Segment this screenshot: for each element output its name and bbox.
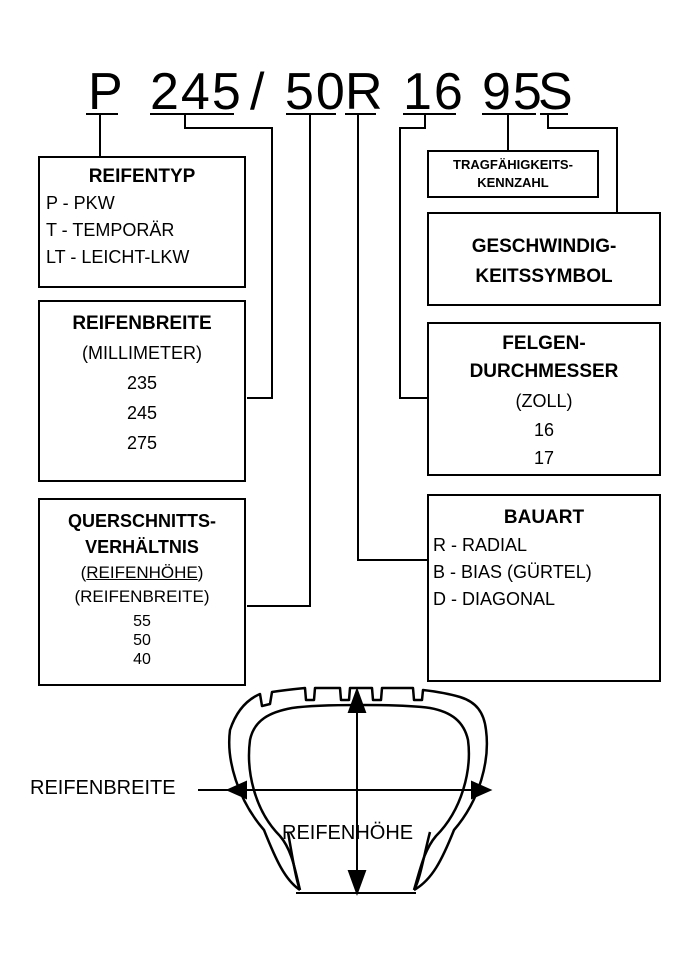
height-arrow	[347, 687, 367, 896]
felgen-title-line1: FELGEN-	[502, 333, 586, 354]
tire-inner-contour	[247, 703, 471, 891]
bauart-line-diagonal: D - DIAGONAL	[433, 589, 556, 609]
felgen-title-line2: DURCHMESSER	[469, 361, 619, 382]
tragfaehigkeit-title-line1: TRAGFÄHIGKEITS-	[453, 157, 573, 172]
connector-querschnitt	[247, 114, 311, 607]
reifentyp-line-pkw: P - PKW	[46, 193, 115, 213]
reifentyp-title: REIFENTYP	[88, 166, 196, 187]
code-load-index: 95	[482, 63, 544, 121]
reifentyp-line-leicht-lkw: LT - LEICHT-LKW	[46, 247, 190, 267]
tire-height-label: REIFENHÖHE	[282, 822, 414, 844]
querschnitt-ratio-numerator: (REIFENHÖHE)	[80, 563, 204, 582]
querschnitt-box: QUERSCHNITTS- VERHÄLTNIS (REIFENHÖHE) (R…	[38, 498, 246, 686]
reifenbreite-unit: (MILLIMETER)	[81, 343, 202, 363]
reifenbreite-title: REIFENBREITE	[72, 313, 212, 334]
code-rim-diameter: 16	[403, 63, 465, 121]
code-slash: /	[250, 63, 267, 121]
bauart-box: BAUART R - RADIAL B - BIAS (GÜRTEL) D - …	[427, 494, 661, 682]
felgen-value-17: 17	[533, 448, 555, 468]
reifenbreite-box: REIFENBREITE (MILLIMETER) 235 245 275	[38, 300, 246, 482]
code-type-letter: P	[88, 63, 125, 121]
code-speed-symbol: S	[538, 63, 575, 121]
connector-reifenbreite	[184, 114, 273, 399]
width-arrow	[198, 780, 493, 800]
bauart-line-bias: B - BIAS (GÜRTEL)	[433, 562, 592, 582]
tire-bead-left	[286, 831, 302, 891]
tragfaehigkeit-box: TRAGFÄHIGKEITS- KENNZAHL	[427, 150, 599, 198]
code-aspect-ratio: 50	[285, 63, 347, 121]
code-construction-letter: R	[345, 63, 385, 121]
querschnitt-value-50: 50	[133, 632, 151, 649]
geschwindigkeit-title-line1: GESCHWINDIG-	[471, 236, 617, 257]
reifentyp-line-temporaer: T - TEMPORÄR	[46, 220, 175, 240]
bauart-title: BAUART	[503, 507, 585, 528]
querschnitt-ratio-denominator: (REIFENBREITE)	[74, 587, 210, 606]
reifenbreite-value-275: 275	[126, 433, 158, 453]
querschnitt-value-55: 55	[133, 613, 151, 630]
tire-bead-right	[412, 831, 432, 891]
reifenbreite-value-245: 245	[126, 403, 158, 423]
reifenbreite-value-235: 235	[126, 373, 158, 393]
querschnitt-title-line2: VERHÄLTNIS	[85, 537, 199, 557]
felgen-value-16: 16	[533, 420, 555, 440]
felgen-box: FELGEN- DURCHMESSER (ZOLL) 16 17	[427, 322, 661, 476]
connector-geschwindigkeit	[547, 114, 618, 213]
code-tire-width: 245	[150, 63, 243, 121]
querschnitt-title-line1: QUERSCHNITTS-	[68, 511, 216, 531]
geschwindigkeit-box: GESCHWINDIG- KEITSSYMBOL	[427, 212, 661, 306]
querschnitt-ratio-top: REIFENHÖHE	[86, 563, 198, 582]
connector-felgen	[399, 114, 428, 399]
reifentyp-box: REIFENTYP P - PKW T - TEMPORÄR LT - LEIC…	[38, 156, 246, 288]
querschnitt-value-40: 40	[133, 651, 151, 668]
tragfaehigkeit-title-line2: KENNZAHL	[477, 175, 549, 190]
tire-width-label: REIFENBREITE	[30, 777, 176, 799]
bauart-line-radial: R - RADIAL	[433, 535, 528, 555]
felgen-unit: (ZOLL)	[515, 391, 573, 411]
querschnitt-ratio-bottom: REIFENBREITE	[80, 587, 204, 606]
tire-outer-contour	[228, 686, 489, 892]
geschwindigkeit-title-line2: KEITSSYMBOL	[475, 266, 613, 287]
connector-bauart	[357, 114, 428, 561]
